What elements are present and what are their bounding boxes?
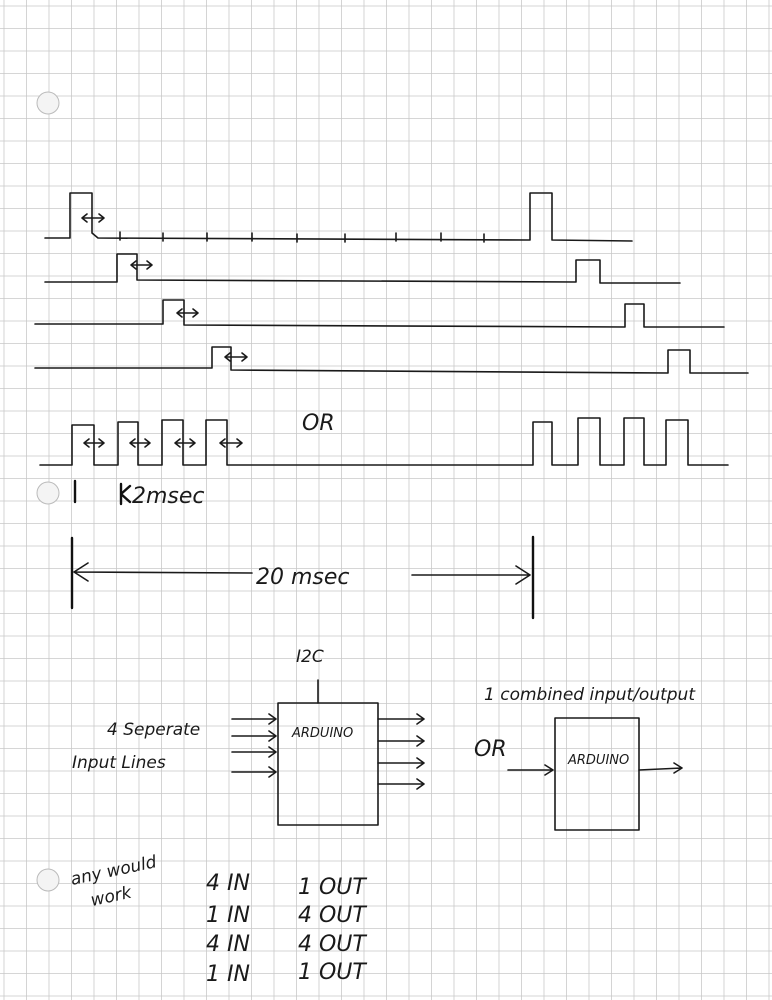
option-2-inputs: 1 IN [206, 903, 250, 928]
option-4-inputs: 1 IN [206, 962, 250, 987]
combined-arrow-2 [129, 438, 151, 448]
pulse-marker-right [119, 482, 132, 506]
arduino-left-label: ARDUINO [291, 726, 353, 741]
frame-arrow-right [411, 565, 531, 585]
option-4-outputs: 1 OUT [298, 960, 367, 985]
arduino-block-left [277, 702, 379, 826]
any-would-work-label-2: work [89, 883, 135, 911]
timing-channel-3 [34, 299, 725, 328]
timing-combined [39, 417, 729, 466]
timing-channel-2 [44, 253, 681, 284]
timing-channel-1 [44, 192, 633, 243]
option-1-outputs: 1 OUT [298, 875, 367, 900]
binder-hole-bottom [36, 868, 60, 892]
timing-channel-4 [34, 346, 749, 374]
binder-hole-middle [36, 481, 60, 505]
combined-arrow-4 [219, 438, 243, 448]
option-2-outputs: 4 OUT [298, 903, 367, 928]
pulse-width-arrow-2 [130, 260, 153, 270]
option-1-inputs: 4 IN [206, 871, 250, 896]
two-msec-label: 2msec [132, 484, 205, 509]
option-3-inputs: 4 IN [206, 932, 250, 957]
pulse-width-arrow-3 [176, 308, 199, 318]
frame-arrow-left [73, 562, 253, 582]
separate-inputs-label-2: Input Lines [72, 753, 166, 773]
separate-inputs-label-1: 4 Seperate [107, 720, 200, 740]
left-output-arrows [377, 713, 425, 790]
combined-io-label: 1 combined input/output [484, 685, 696, 705]
io-options-list: 4 IN 1 OUT 1 IN 4 OUT 4 IN 4 OUT 1 IN 1 … [206, 871, 367, 987]
twenty-msec-label: 20 msec [256, 565, 350, 590]
right-input-arrow [507, 764, 554, 776]
pulse-width-arrow-1 [81, 213, 105, 223]
or-label-top: OR [302, 411, 335, 436]
pulse-width-arrow-4 [224, 352, 248, 362]
any-would-work-label-1: any would [69, 852, 159, 890]
i2c-label: I2C [296, 647, 324, 667]
arduino-block-right [554, 717, 640, 831]
arduino-right-label: ARDUINO [567, 753, 629, 768]
left-input-arrows [231, 713, 277, 778]
combined-arrow-1 [83, 438, 105, 448]
or-label-bottom: OR [474, 737, 507, 762]
binder-hole-top [36, 91, 60, 115]
option-3-outputs: 4 OUT [298, 932, 367, 957]
combined-arrow-3 [174, 438, 196, 448]
right-output-arrow [638, 762, 683, 774]
channel-1-tick-marks [119, 231, 485, 243]
